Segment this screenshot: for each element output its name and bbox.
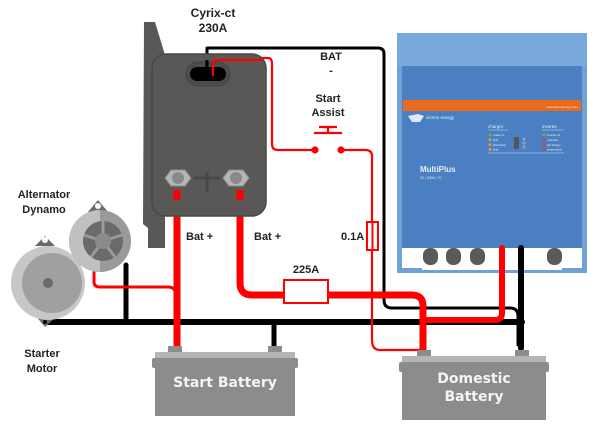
terminal-right-icon xyxy=(222,169,250,187)
inverter-orange-stripe xyxy=(403,100,581,111)
mode-switch[interactable] xyxy=(514,137,519,149)
inverter-led-icon xyxy=(542,138,546,142)
charger-led-label: mains on xyxy=(493,133,505,137)
relay-name-label: Cyrix-ct xyxy=(191,6,236,20)
inverter-top xyxy=(397,33,587,66)
inverter-spec: 24 | 3000 | 70 xyxy=(420,176,441,180)
starter-motor xyxy=(11,236,85,327)
terminal-left-icon xyxy=(164,169,192,187)
charger-led-label: absorption xyxy=(493,143,507,147)
bat-minus-label-2: - xyxy=(329,65,333,77)
bat-plus-right-label: Bat + xyxy=(254,231,281,243)
inverter-led-label: overload xyxy=(547,138,558,142)
cable-glands xyxy=(423,248,562,265)
charger-led-label: bulk xyxy=(493,138,499,142)
start-assist-label-1: Start xyxy=(315,93,340,105)
start-assist-button[interactable] xyxy=(311,125,345,154)
domestic-battery-label-1: Domestic xyxy=(437,371,510,387)
charger-header: charger xyxy=(488,124,504,129)
inverter-led-icon xyxy=(542,143,546,147)
bat-plus-left-label: Bat + xyxy=(186,231,213,243)
inverter-led-label: temperature xyxy=(547,148,563,152)
charger-led-label: float xyxy=(493,148,499,152)
charger-led-icon xyxy=(488,148,492,151)
start-battery-label: Start Battery xyxy=(173,375,277,391)
alternator-label-2: Dynamo xyxy=(22,204,66,216)
switch-on-icon xyxy=(522,137,526,141)
bat-minus-label-1: BAT xyxy=(320,51,342,63)
start-assist-label-2: Assist xyxy=(311,107,344,119)
alternator-label-1: Alternator xyxy=(18,189,71,201)
charger-led-icon xyxy=(488,133,492,137)
fuse-small-label: 0.1A xyxy=(341,231,364,243)
starter-label-2: Motor xyxy=(27,363,58,375)
inverter-led-icon xyxy=(542,148,546,151)
inverter-brand: victron energy xyxy=(426,115,455,120)
inverter-front xyxy=(402,66,582,252)
inverter-model: MultiPlus xyxy=(420,165,456,174)
fuse-main-label: 225A xyxy=(293,264,319,276)
switch-off-icon xyxy=(522,145,526,149)
charger-led-icon xyxy=(488,138,492,142)
start-battery: Start Battery xyxy=(152,346,298,416)
switch-charger-icon xyxy=(522,141,526,145)
relay-rating-label: 230A xyxy=(199,21,228,35)
starter-label-1: Starter xyxy=(24,348,60,360)
inverter-led-label: inverter on xyxy=(547,133,561,137)
multiplus-inverter: www.victronenergy.com victron energy cha… xyxy=(397,33,587,273)
inverter-led-label: low battery xyxy=(547,143,561,147)
cyrix-ct-relay xyxy=(143,22,267,248)
fuse-225a xyxy=(283,279,329,304)
inverter-url: www.victronenergy.com xyxy=(547,105,579,109)
negative-wires xyxy=(42,46,525,351)
domestic-battery-label-2: Battery xyxy=(444,389,503,405)
domestic-battery: Domestic Battery xyxy=(399,350,549,420)
charger-led-icon xyxy=(488,143,492,147)
inverter-header: inverter xyxy=(542,124,558,129)
inverter-led-icon xyxy=(542,133,546,137)
victron-logo-icon xyxy=(408,114,424,122)
alternator-dynamo xyxy=(69,200,131,272)
